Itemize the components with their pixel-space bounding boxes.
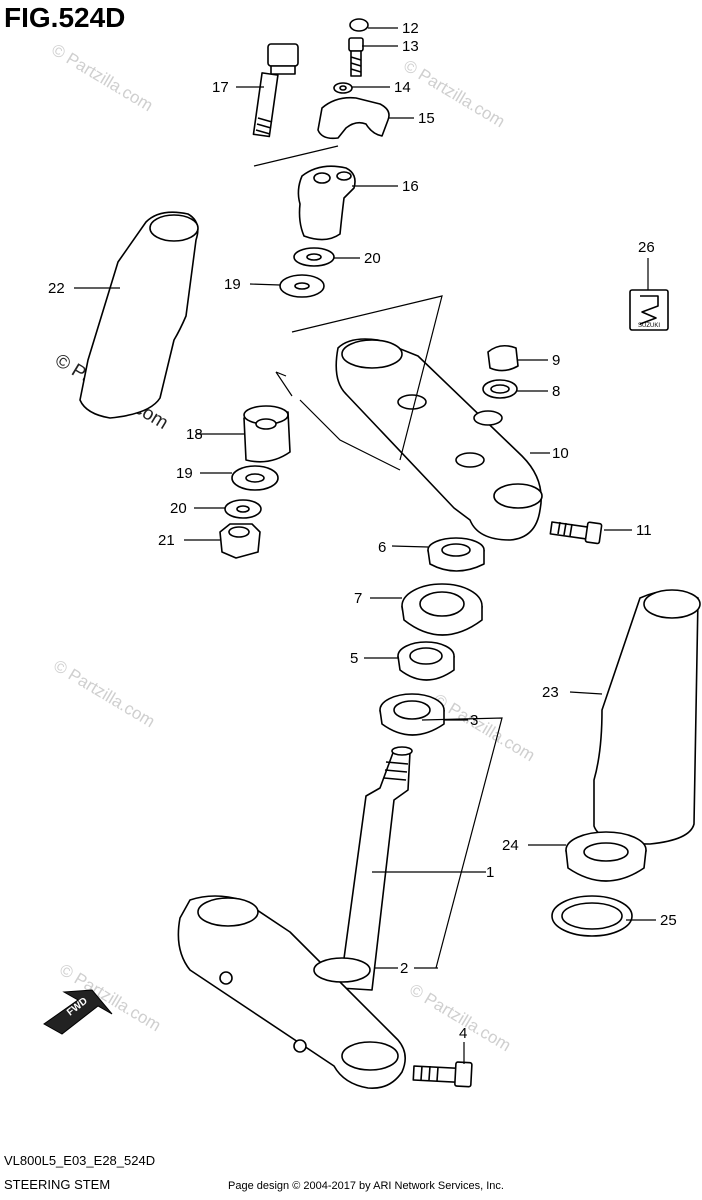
callout-numbers: 1 2 3 4 5 6 7 8 9 10 11 12 13 14 15 16 1… bbox=[48, 20, 677, 1042]
callout: 11 bbox=[636, 522, 652, 539]
callout: 8 bbox=[552, 383, 560, 400]
callout: 26 bbox=[638, 239, 655, 256]
callout: 20 bbox=[364, 250, 381, 267]
callout: 20 bbox=[170, 500, 187, 517]
callout: 25 bbox=[660, 912, 677, 929]
part-small-bolt bbox=[348, 37, 364, 77]
part-cap bbox=[349, 18, 369, 32]
part-bracket-cap bbox=[487, 344, 519, 372]
part-handlebar-holder bbox=[297, 165, 356, 241]
figure-subtitle: STEERING STEM bbox=[4, 1177, 111, 1192]
callout: 1 bbox=[486, 864, 494, 881]
callout: 7 bbox=[354, 590, 362, 607]
callout: 24 bbox=[502, 837, 519, 854]
figure-title: FIG.524D bbox=[4, 2, 126, 33]
callout: 14 bbox=[394, 79, 411, 96]
callout: 22 bbox=[48, 280, 65, 297]
callout: 4 bbox=[459, 1025, 467, 1042]
page-credit: Page design © 2004-2017 by ARI Network S… bbox=[228, 1180, 504, 1192]
part-left-fork-cover bbox=[79, 211, 199, 419]
leader-lines bbox=[74, 27, 656, 1064]
callout: 3 bbox=[470, 712, 478, 729]
callout: 6 bbox=[378, 539, 386, 556]
callout: 19 bbox=[176, 465, 193, 482]
part-stem-seal bbox=[313, 957, 371, 983]
callout: 21 bbox=[158, 532, 175, 549]
callout: 12 bbox=[402, 20, 419, 37]
model-code: VL800L5_E03_E28_524D bbox=[4, 1153, 156, 1168]
callout: 9 bbox=[552, 352, 560, 369]
callout: 19 bbox=[224, 276, 241, 293]
callout: 23 bbox=[542, 684, 559, 701]
callout: 13 bbox=[402, 38, 419, 55]
callout: 5 bbox=[350, 650, 358, 667]
callout: 18 bbox=[186, 426, 203, 443]
part-right-fork-cover bbox=[593, 590, 699, 845]
callout: 10 bbox=[552, 445, 569, 462]
part-clamp-bolt bbox=[549, 521, 603, 545]
fwd-arrow-icon: FWD bbox=[43, 989, 113, 1035]
part-steering-stem bbox=[339, 749, 411, 991]
part-long-bolt bbox=[252, 43, 299, 138]
callout: 16 bbox=[402, 178, 419, 195]
callout: 17 bbox=[212, 79, 229, 96]
callout: 15 bbox=[418, 110, 435, 127]
brand-label: SUZUKI bbox=[638, 323, 660, 329]
part-lower-bolt bbox=[412, 1061, 473, 1088]
callout: 2 bbox=[400, 960, 408, 977]
assembly-guides bbox=[253, 145, 503, 969]
part-handlebar-clamp bbox=[317, 96, 390, 140]
